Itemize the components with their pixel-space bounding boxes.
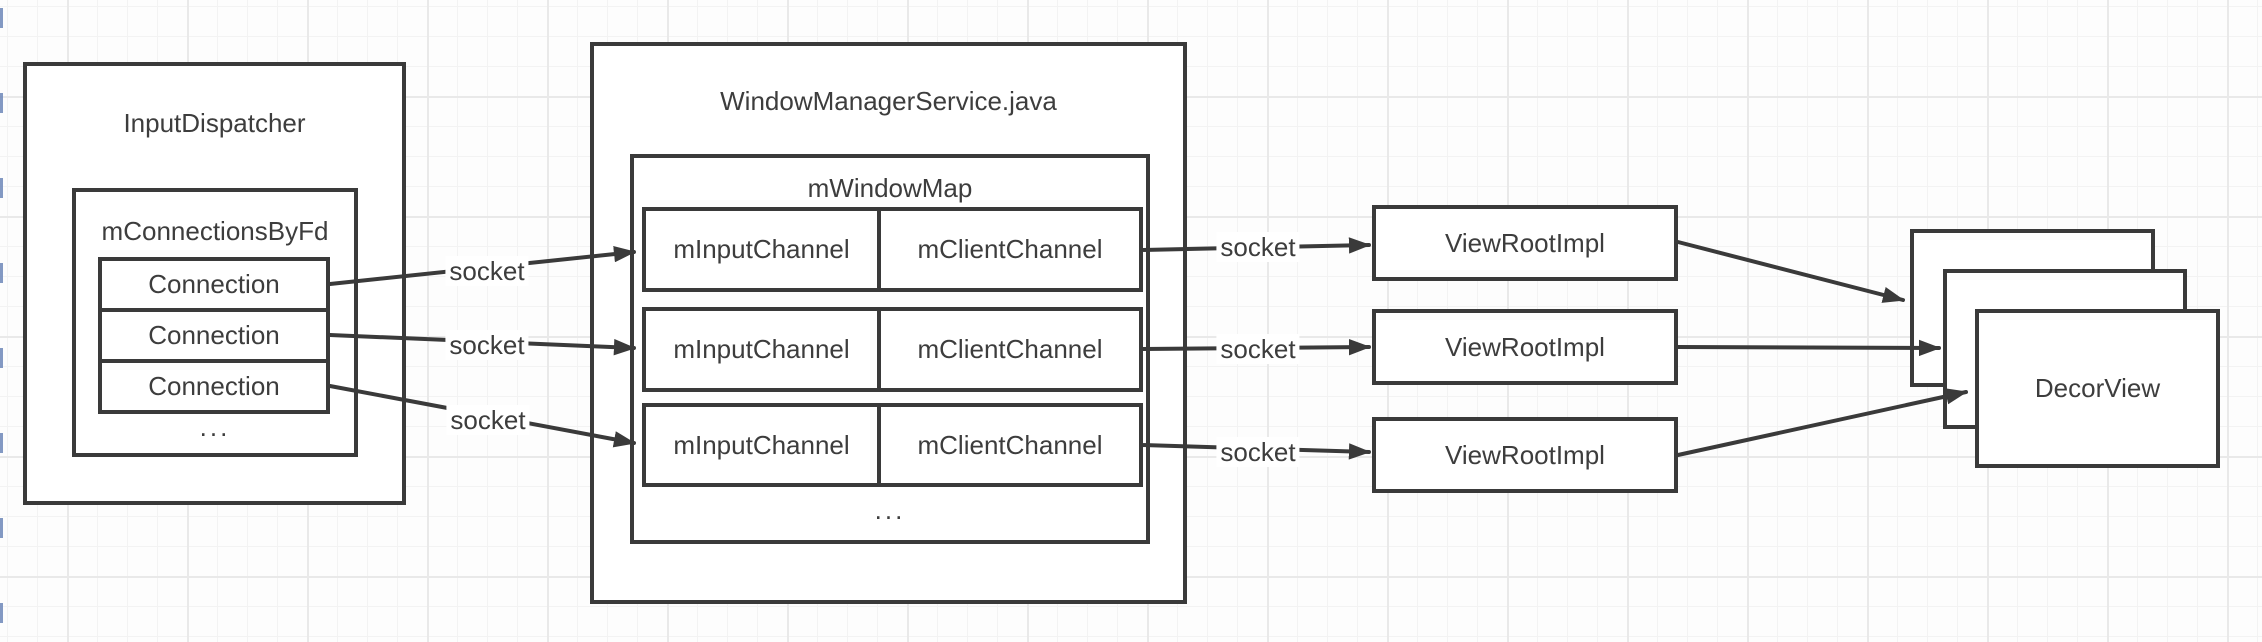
left-edge-tick [0, 603, 3, 623]
left-edge-tick [0, 348, 3, 368]
connection-item: Connection [98, 257, 330, 312]
node-input-dispatcher: InputDispatcher mConnectionsByFd Connect… [23, 62, 406, 505]
node-connections-by-fd: mConnectionsByFd Connection Connection C… [72, 188, 358, 457]
window-manager-service-title: WindowManagerService.java [720, 86, 1057, 116]
input-channel-cell: mInputChannel [646, 407, 881, 483]
client-channel-cell: mClientChannel [917, 429, 1103, 460]
connections-by-fd-title: mConnectionsByFd [101, 216, 329, 246]
connection-item: Connection [98, 308, 330, 363]
input-dispatcher-title: InputDispatcher [123, 108, 306, 138]
window-map-row: mInputChannel mClientChannel [642, 307, 1143, 392]
connection-list: Connection Connection Connection [98, 257, 330, 414]
arrow-viewrootimpl1-to-decorview [1676, 240, 1905, 303]
node-window-map: mWindowMap mInputChannel mClientChannel … [630, 154, 1150, 544]
input-channel-cell: mInputChannel [646, 311, 881, 388]
node-decor-view: DecorView [1975, 309, 2220, 468]
connections-more-ellipsis: ... [199, 412, 231, 442]
node-view-root-impl-2: ViewRootImpl [1372, 309, 1678, 385]
socket-label-left-1: socket [445, 256, 529, 286]
window-map-row: mInputChannel mClientChannel [642, 207, 1143, 292]
node-view-root-impl-1: ViewRootImpl [1372, 205, 1678, 281]
window-map-more-ellipsis: ... [874, 495, 906, 525]
socket-label-right-1: socket [1216, 232, 1300, 262]
connection-item: Connection [98, 359, 330, 414]
left-edge-tick [0, 93, 3, 113]
node-window-manager-service: WindowManagerService.java mWindowMap mIn… [590, 42, 1187, 604]
left-edge-tick [0, 8, 3, 28]
left-edge-tick [0, 433, 3, 453]
socket-label-left-3: socket [446, 405, 530, 435]
arrow-viewrootimpl3-to-decorview [1676, 388, 1968, 457]
socket-label-right-3: socket [1216, 437, 1300, 467]
left-edge-tick [0, 518, 3, 538]
socket-label-left-2: socket [445, 330, 529, 360]
client-channel-cell: mClientChannel [917, 234, 1103, 264]
node-view-root-impl-3: ViewRootImpl [1372, 417, 1678, 493]
socket-label-right-2: socket [1216, 334, 1300, 364]
left-edge-tick [0, 178, 3, 198]
left-edge-tick [0, 263, 3, 283]
window-map-row: mInputChannel mClientChannel [642, 403, 1143, 487]
client-channel-cell: mClientChannel [917, 334, 1103, 364]
window-map-title: mWindowMap [807, 173, 973, 203]
arrow-viewrootimpl2-to-decorview [1676, 339, 1941, 357]
input-channel-cell: mInputChannel [646, 211, 881, 288]
